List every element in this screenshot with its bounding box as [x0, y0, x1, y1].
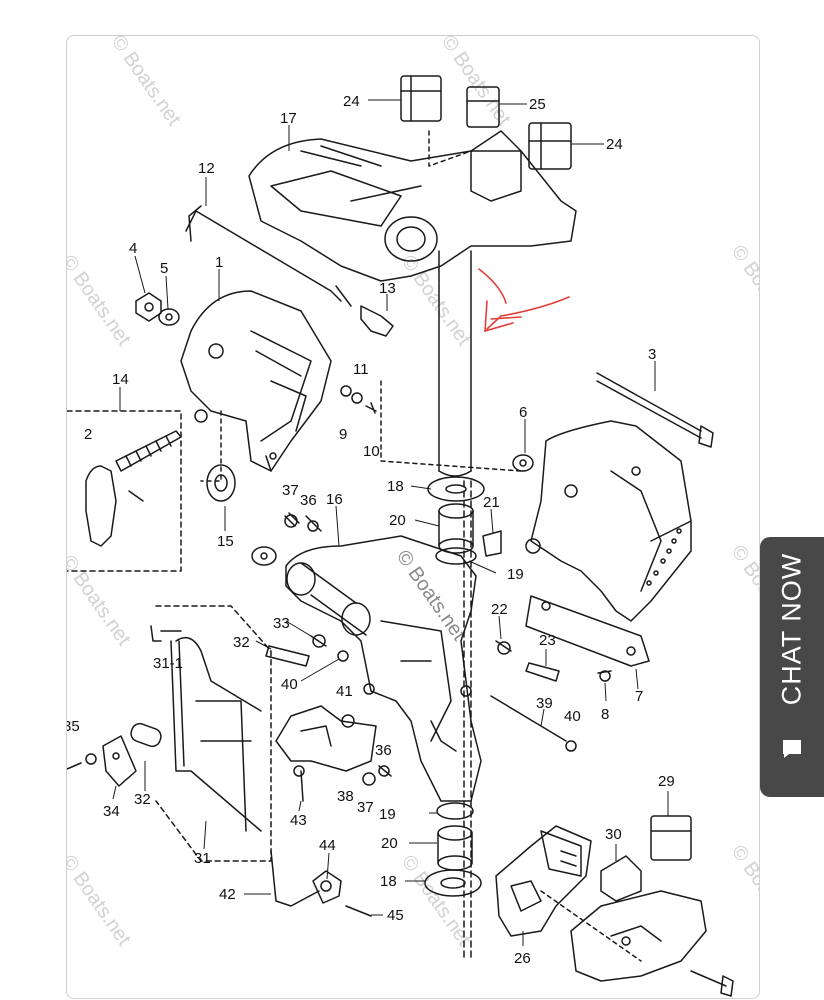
watermark: © Boats.net: [67, 551, 135, 650]
part-label: 38: [337, 788, 354, 805]
part-label: 12: [198, 160, 215, 177]
part-label: 3: [648, 346, 656, 363]
part-label: 36: [375, 742, 392, 759]
part-label: 45: [387, 907, 404, 924]
leader-lines: [112, 99, 669, 946]
watermark: © Boats.net: [727, 541, 759, 640]
part-label: 40: [564, 708, 581, 725]
part-label: 29: [658, 773, 675, 790]
part-label: 22: [491, 601, 508, 618]
part-label: 41: [336, 683, 353, 700]
part-label: 5: [160, 260, 168, 277]
watermark: © Boats.net: [727, 841, 759, 940]
part-label: 20: [389, 512, 406, 529]
part-label: 39: [536, 695, 553, 712]
part-label: 16: [326, 491, 343, 508]
part-label: 44: [319, 837, 336, 854]
part-label: 18: [380, 873, 397, 890]
part-label: 19: [379, 806, 396, 823]
part-label: 37: [282, 482, 299, 499]
part-label: 42: [219, 886, 236, 903]
part-label: 43: [290, 812, 307, 829]
part-label: 11: [353, 361, 369, 378]
part-label: 31: [194, 850, 211, 867]
part-label: 9: [339, 426, 347, 443]
part-label: 18: [387, 478, 404, 495]
part-label: 8: [601, 706, 609, 723]
part-label: 19: [507, 566, 524, 583]
part-label: 13: [379, 280, 396, 297]
part-label: 2: [84, 426, 92, 443]
watermark: © Boats.net: [392, 546, 470, 645]
part-label: 25: [529, 96, 546, 113]
part-label: 23: [539, 632, 556, 649]
part-label: 6: [519, 404, 527, 421]
chat-bubble-icon: [783, 740, 801, 758]
exploded-parts-diagram: © Boats.net © Boats.net © Boats.net © Bo…: [67, 36, 759, 997]
part-label: 32: [233, 634, 250, 651]
part-label: 40: [281, 676, 298, 693]
watermark: © Boats.net: [67, 251, 135, 350]
watermark: © Boats.net: [397, 251, 475, 350]
part-label: 32: [134, 791, 151, 808]
part-label: 14: [112, 371, 129, 388]
part-label: 36: [300, 492, 317, 509]
part-label: 15: [217, 533, 234, 550]
part-label: 21: [483, 494, 500, 511]
part-label: 30: [605, 826, 622, 843]
diagram-frame: © Boats.net © Boats.net © Boats.net © Bo…: [66, 35, 760, 999]
part-label: 26: [514, 950, 531, 967]
watermark: © Boats.net: [67, 851, 135, 950]
part-labels: 24 25 24 17 12 4 5 1 13 11 3 14 9 6 2 10…: [67, 93, 675, 967]
part-label: 37: [357, 799, 374, 816]
chat-now-label: CHAT NOW: [776, 552, 807, 706]
red-annotation-arrow: [478, 268, 570, 333]
part-label: 7: [635, 688, 643, 705]
chat-now-button[interactable]: CHAT NOW: [760, 537, 824, 797]
part-label: 10: [363, 443, 380, 460]
part-label: 34: [103, 803, 120, 820]
part-label: 4: [129, 240, 137, 257]
watermark: © Boats.net: [727, 241, 759, 340]
part-label: 33: [273, 615, 290, 632]
part-label: 24: [606, 136, 623, 153]
part-label: 1: [215, 254, 223, 271]
part-label: 31-1: [153, 655, 183, 672]
part-label: 35: [67, 718, 80, 735]
watermark: © Boats.net: [107, 36, 185, 130]
part-label: 17: [280, 110, 297, 127]
part-label: 24: [343, 93, 360, 110]
part-label: 20: [381, 835, 398, 852]
line-art: [67, 75, 734, 997]
watermark: © Boats.net: [437, 36, 515, 130]
